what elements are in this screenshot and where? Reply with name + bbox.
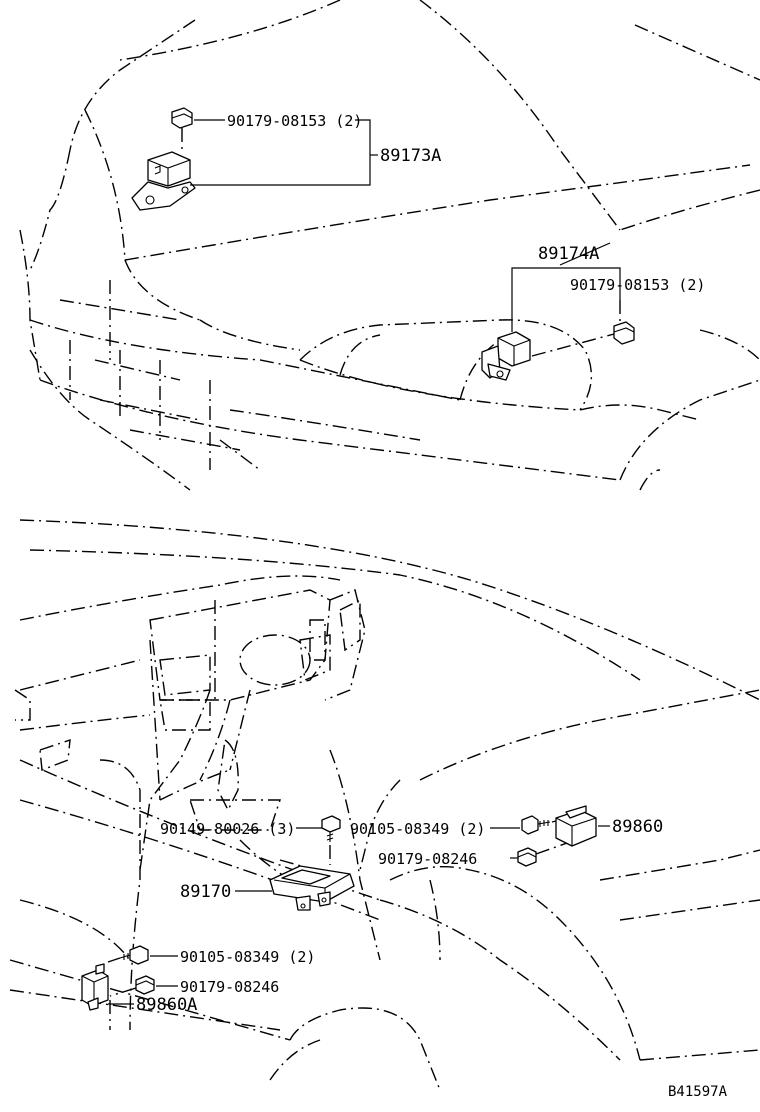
vehicle-interior-outline	[9, 519, 760, 1091]
label-right-unit: 89860	[612, 817, 663, 837]
bolt-90105-08349-left	[119, 945, 149, 965]
label-left-bolt: 90105-08349 (2)	[180, 948, 315, 966]
label-left-unit: 89860A	[136, 995, 197, 1015]
label-left-nut: 90179-08246	[180, 978, 279, 996]
side-sensor-89860a	[81, 963, 109, 1011]
label-right-bolt: 90105-08349 (2)	[350, 820, 485, 838]
side-sensor-89860	[555, 805, 597, 847]
bolt-90105-08349-right	[521, 815, 551, 835]
bolt-90149-80026	[321, 815, 341, 842]
label-right-nut: 90179-08153 (2)	[570, 276, 705, 294]
label-center-unit: 89170	[180, 882, 231, 902]
vehicle-front-outline	[19, 0, 760, 491]
label-top-sensor: 89173A	[380, 146, 441, 166]
figure-code: B41597A	[668, 1084, 728, 1100]
front-sensor-89173a	[131, 151, 196, 211]
nut-90179-08153-right	[613, 321, 635, 345]
bolt-90179-08153-top	[171, 107, 193, 129]
label-right-sensor: 89174A	[538, 244, 599, 264]
front-sensor-89174a	[481, 331, 531, 381]
nut-90179-08246-right	[517, 847, 537, 867]
label-top-bolt: 90179-08153 (2)	[227, 112, 362, 130]
label-right-nut2: 90179-08246	[378, 850, 477, 868]
airbag-sensor-89170	[269, 865, 355, 911]
label-center-bolt: 90149-80026 (3)	[160, 820, 295, 838]
nut-90179-08246-left	[135, 975, 155, 995]
